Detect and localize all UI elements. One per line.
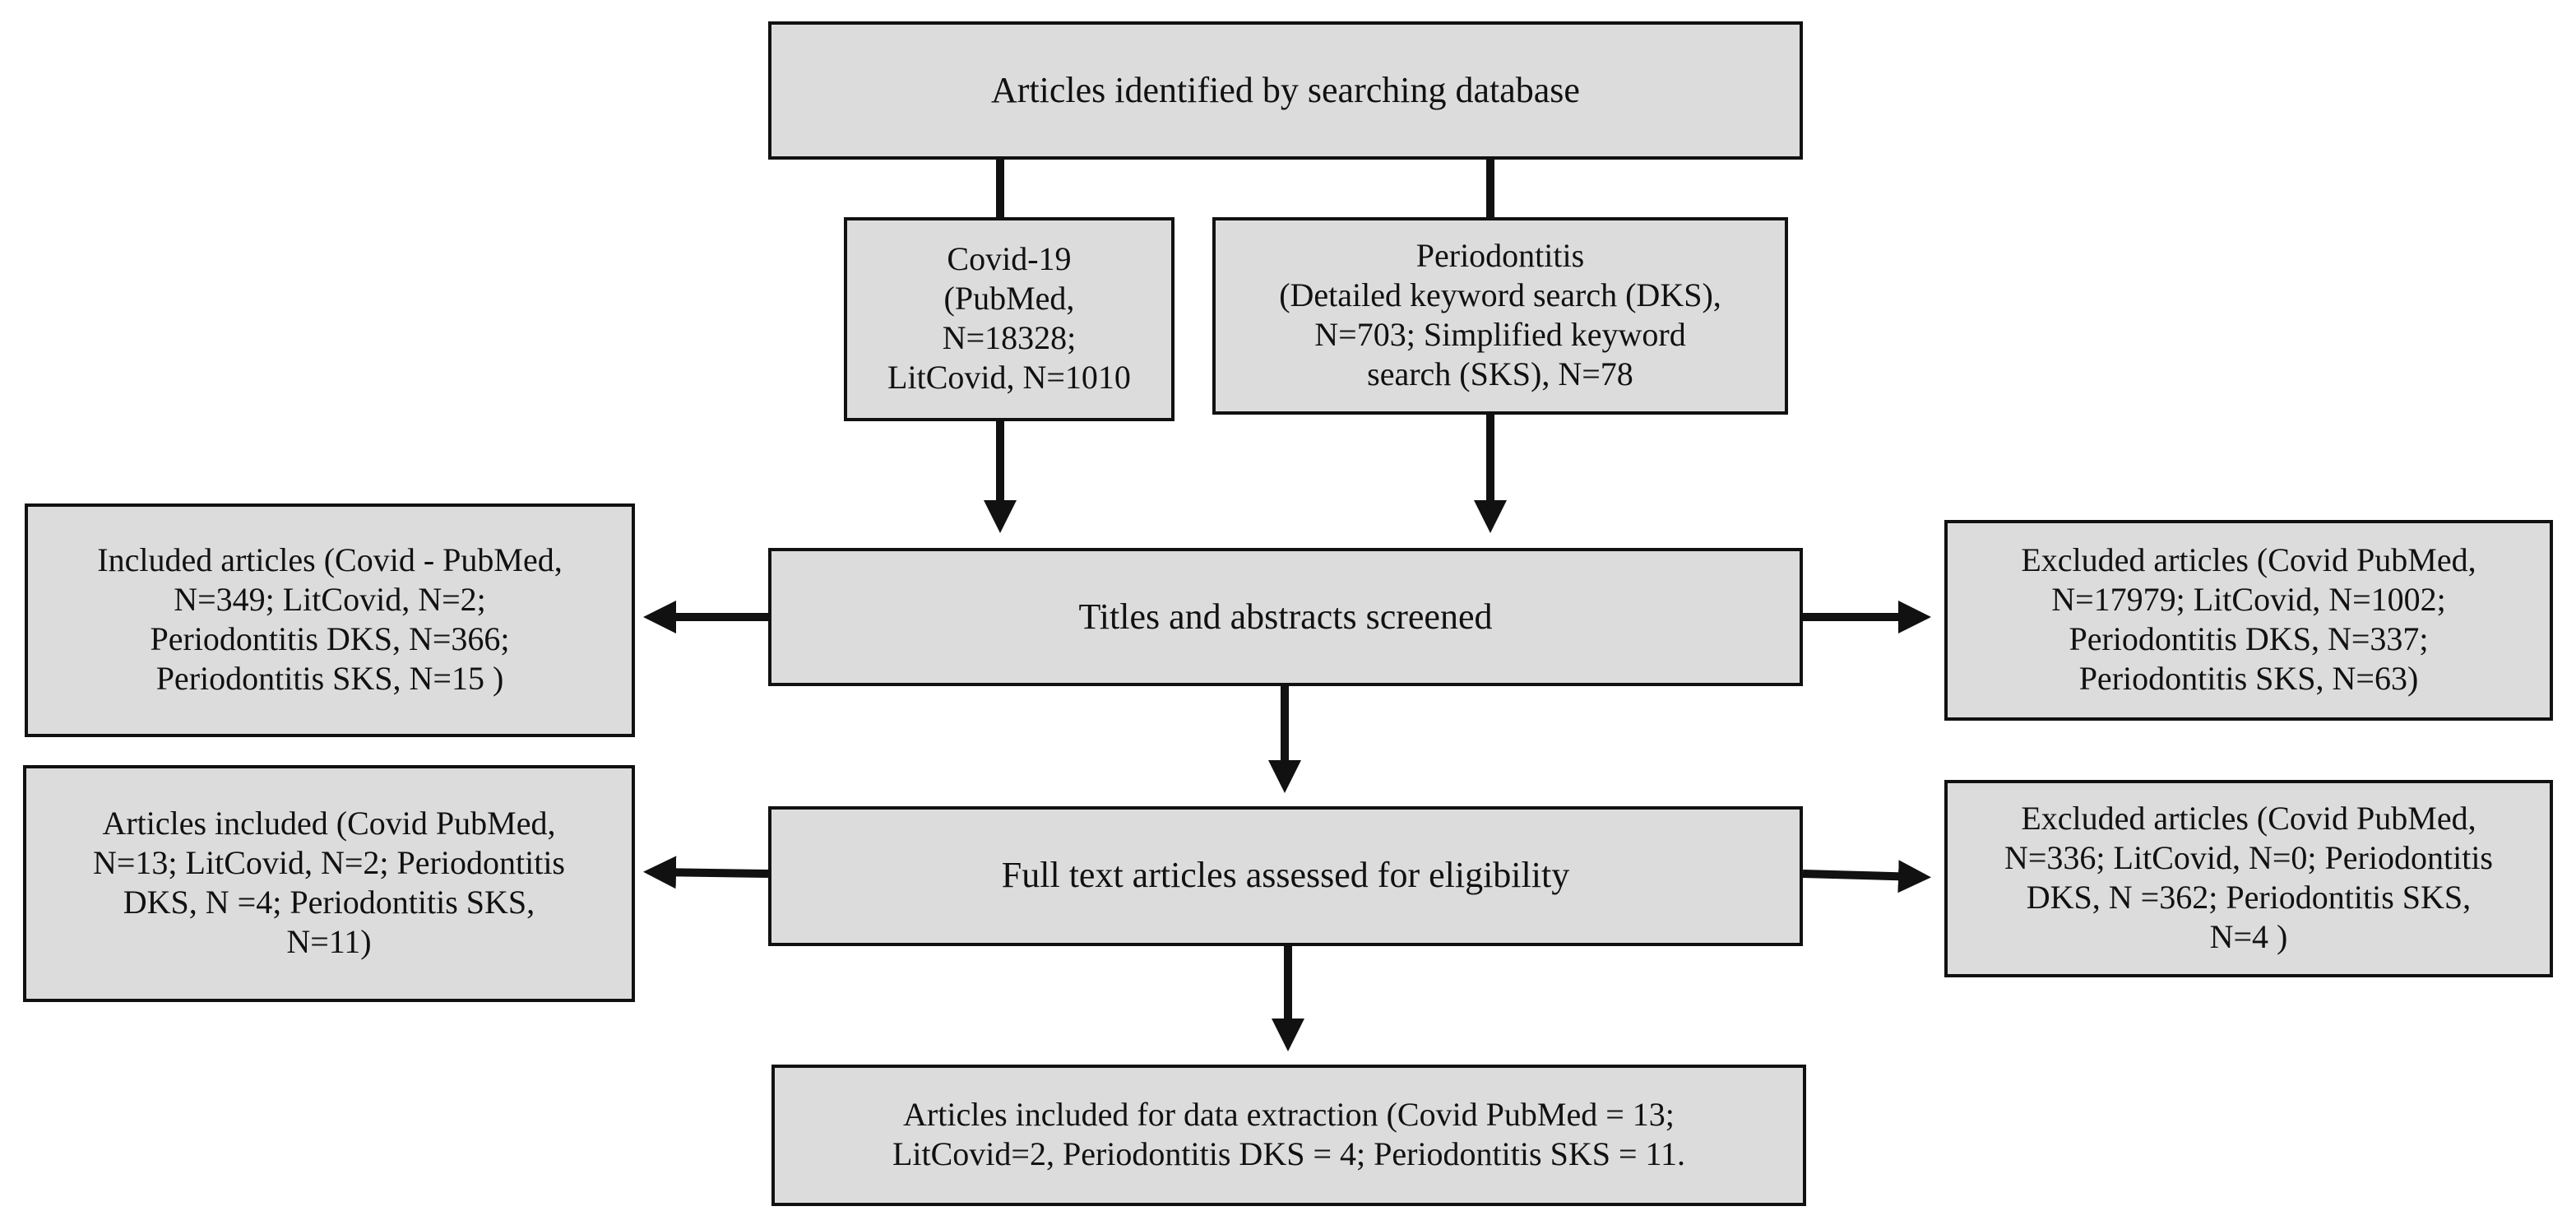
box-identified-text: Articles identified by searching databas… xyxy=(991,68,1580,110)
box-included-fulltext: Articles included (Covid PubMed, N=13; L… xyxy=(23,765,635,1002)
box-periodontitis-search-text: Periodontitis (Detailed keyword search (… xyxy=(1279,239,1721,393)
arrow-fulltext-excluded xyxy=(1802,860,1931,893)
box-fulltext-eligibility: Full text articles assessed for eligibil… xyxy=(768,806,1803,946)
box-covid-search-text: Covid-19 (PubMed, N=18328; LitCovid, N=1… xyxy=(887,242,1131,397)
box-fulltext-eligibility-text: Full text articles assessed for eligibil… xyxy=(1001,854,1570,896)
box-excluded-fulltext-text: Excluded articles (Covid PubMed, N=336; … xyxy=(2004,801,2493,956)
box-included-screening-text: Included articles (Covid - PubMed, N=349… xyxy=(97,543,563,698)
box-excluded-screening: Excluded articles (Covid PubMed, N=17979… xyxy=(1944,520,2553,721)
box-final-extraction: Articles included for data extraction (C… xyxy=(771,1065,1806,1206)
box-screened: Titles and abstracts screened xyxy=(768,548,1803,686)
arrow-fulltext-included xyxy=(643,856,769,889)
box-screened-text: Titles and abstracts screened xyxy=(1078,595,1493,637)
box-included-screening: Included articles (Covid - PubMed, N=349… xyxy=(25,503,635,737)
box-included-fulltext-text: Articles included (Covid PubMed, N=13; L… xyxy=(92,806,565,961)
box-final-extraction-text: Articles included for data extraction (C… xyxy=(892,1097,1686,1173)
box-excluded-screening-text: Excluded articles (Covid PubMed, N=17979… xyxy=(2021,543,2476,698)
box-excluded-fulltext: Excluded articles (Covid PubMed, N=336; … xyxy=(1944,780,2553,977)
box-periodontitis-search: Periodontitis (Detailed keyword search (… xyxy=(1212,217,1788,415)
box-identified: Articles identified by searching databas… xyxy=(768,21,1803,160)
box-covid-search: Covid-19 (PubMed, N=18328; LitCovid, N=1… xyxy=(844,217,1174,421)
